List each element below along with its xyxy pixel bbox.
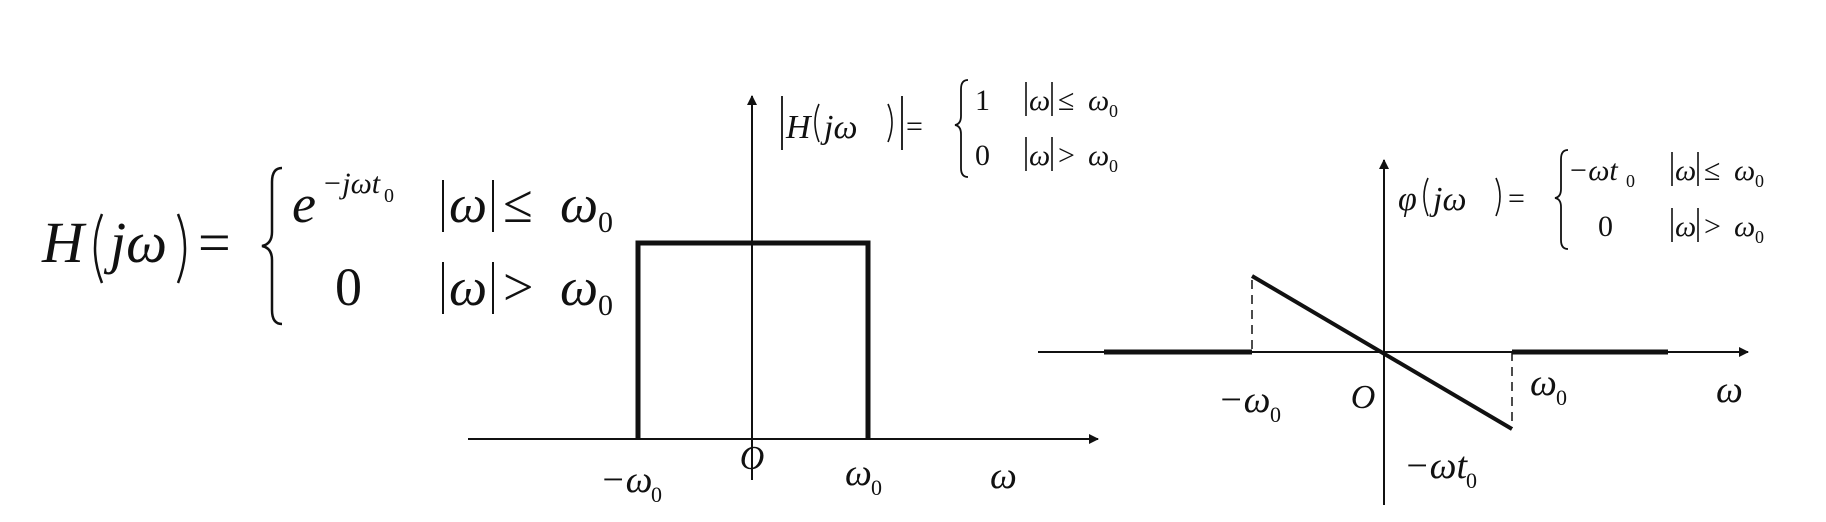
- main-case1-rhs-sub: 0: [598, 206, 613, 239]
- phase-axis-label: ω: [1716, 369, 1743, 411]
- magnitude-passband-rectangle: [635, 240, 871, 439]
- main-case2-op: >: [503, 257, 533, 317]
- magnitude-case2-value: 0: [975, 139, 990, 172]
- main-case1-rhs: ω: [560, 174, 598, 234]
- main-case2-cond: ω: [449, 257, 487, 317]
- phase-linear-segment: [1250, 274, 1514, 431]
- phase-case2-value: 0: [1598, 210, 1613, 243]
- magnitude-case1-rhs: ω: [1088, 84, 1109, 117]
- phase-formula-brace: [1554, 149, 1569, 250]
- magnitude-case2-rhs: ω: [1088, 139, 1109, 172]
- magnitude-formula-equals: =: [906, 110, 923, 143]
- magnitude-formula-brace: [954, 79, 969, 178]
- magnitude-w0-sub: 0: [871, 475, 882, 500]
- main-formula-equals: =: [198, 210, 231, 275]
- phase-bottom-label: −ωt: [1404, 445, 1468, 487]
- magnitude-plot: O −ω 0 ω 0 ω H jω = 1 ω ≤ ω 0 0 ω > ω 0: [468, 79, 1118, 507]
- magnitude-case2-cond: ω: [1029, 139, 1050, 172]
- phase-case2-rhs-sub: 0: [1755, 227, 1764, 247]
- magnitude-case2-op: >: [1058, 139, 1075, 172]
- phase-formula-lhs: φ: [1398, 181, 1417, 218]
- magnitude-case1-op: ≤: [1058, 84, 1074, 117]
- phase-plot: O −ω 0 ω 0 ω −ωt 0 φ jω = −ωt 0 ω ≤ ω 0 …: [1038, 149, 1764, 505]
- main-case1-exponent-sub: 0: [384, 185, 394, 207]
- magnitude-neg-w0-sub: 0: [651, 482, 662, 507]
- phase-case2-op: >: [1704, 210, 1721, 243]
- main-formula-lhs-arg: jω: [103, 210, 167, 275]
- phase-formula-arg: jω: [1429, 181, 1466, 218]
- main-case1-expr: e: [292, 174, 316, 234]
- phase-neg-w0-label: −ω: [1218, 379, 1270, 421]
- magnitude-w0-label: ω: [845, 452, 872, 494]
- phase-w0-label: ω: [1530, 362, 1557, 404]
- phase-case1-value: −ωt: [1568, 154, 1618, 187]
- phase-case2-rhs: ω: [1734, 210, 1755, 243]
- main-case2-rhs-sub: 0: [598, 289, 613, 322]
- phase-case1-value-sub: 0: [1626, 171, 1635, 191]
- main-formula-left-paren: [93, 213, 104, 284]
- phase-case2-cond: ω: [1675, 210, 1696, 243]
- main-transfer-function-formula: H jω = e −jωt 0 ω ≤ ω 0 0 ω > ω 0: [41, 166, 613, 326]
- phase-case1-op: ≤: [1704, 154, 1720, 187]
- main-formula-brace: [261, 166, 283, 326]
- main-case1-op: ≤: [503, 174, 533, 234]
- phase-w0-sub: 0: [1556, 385, 1567, 410]
- magnitude-neg-w0-label: −ω: [600, 459, 652, 501]
- phase-origin-label: O: [1351, 379, 1376, 416]
- phase-formula-equals: =: [1508, 182, 1525, 215]
- magnitude-case1-value: 1: [975, 84, 990, 117]
- magnitude-formula-arg: jω: [820, 109, 857, 146]
- main-formula-lhs: H: [41, 210, 87, 275]
- magnitude-case1-rhs-sub: 0: [1109, 101, 1118, 121]
- phase-formula-left-paren: [1423, 177, 1429, 217]
- magnitude-case2-rhs-sub: 0: [1109, 156, 1118, 176]
- phase-case1-cond: ω: [1675, 154, 1696, 187]
- magnitude-origin-label: O: [740, 440, 765, 477]
- phase-case1-rhs-sub: 0: [1755, 171, 1764, 191]
- main-case1-exponent: −jωt: [322, 167, 381, 200]
- phase-neg-w0-sub: 0: [1270, 402, 1281, 427]
- magnitude-case1-cond: ω: [1029, 84, 1050, 117]
- main-case1-cond: ω: [449, 174, 487, 234]
- magnitude-formula-left-paren: [814, 103, 820, 143]
- main-formula-right-paren: [176, 213, 187, 284]
- phase-formula-right-paren: [1495, 177, 1501, 217]
- magnitude-formula-lhs: H: [785, 109, 813, 146]
- phase-bottom-label-sub: 0: [1466, 468, 1477, 493]
- phase-case1-rhs: ω: [1734, 154, 1755, 187]
- main-case2-expr: 0: [335, 257, 362, 317]
- main-case2-rhs: ω: [560, 257, 598, 317]
- magnitude-formula-right-paren: [887, 103, 893, 143]
- magnitude-axis-label: ω: [990, 455, 1017, 497]
